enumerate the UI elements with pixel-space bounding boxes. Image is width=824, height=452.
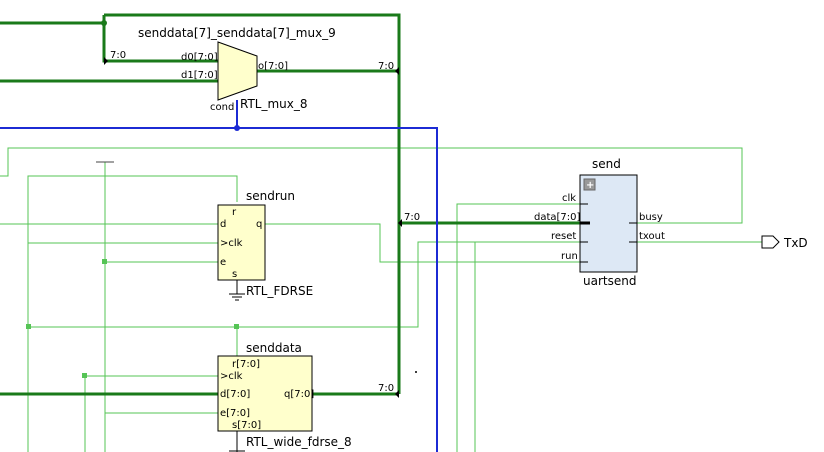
blue-net[interactable] [0,100,438,452]
senddata-port-e: e[7:0] [220,408,250,419]
senddata-port-clk: >clk [220,371,243,382]
mux-cell[interactable]: senddata[7]_senddata[7]_mux_9 7:0 d0[7:0… [110,26,394,113]
uart-port-busy: busy [639,212,663,223]
uart-bus-label-in: 7:0 [404,212,420,223]
uartsend-cell[interactable]: send + clk data[7:0] 7:0 reset run busy … [404,157,665,288]
dark-green-buses[interactable] [0,13,580,396]
svg-text:+: + [586,180,594,191]
senddata-port-d: d[7:0] [220,389,250,400]
expand-plus-icon[interactable]: + [583,178,596,191]
txd-output-port[interactable]: TxD [761,235,808,250]
sendrun-port-r: r [232,207,237,218]
uart-instance-label: send [592,157,621,171]
uart-port-txout: txout [639,231,665,242]
sendrun-ground-icon [229,280,245,301]
sendrun-port-clk: >clk [220,238,243,249]
uart-port-data: data[7:0] [534,212,581,223]
senddata-port-q: q[7:0] [284,389,314,400]
uart-port-reset: reset [551,231,576,242]
sendrun-instance-label: sendrun [246,189,295,203]
sendrun-port-e: e [220,257,226,268]
senddata-bus-label-out: 7:0 [378,383,394,394]
sendrun-cell[interactable]: sendrun r d q >clk e s RTL_FDRSE [217,189,313,301]
sendrun-port-s: s [232,269,237,280]
uart-port-run: run [561,251,578,262]
sendrun-port-d: d [220,219,226,230]
bus-arrowheads [104,57,402,398]
uart-type-label: uartsend [583,274,636,288]
mux-port-d1: d1[7:0] [181,70,218,81]
mux-bus-label-out: 7:0 [378,61,394,72]
mux-port-d0: d0[7:0] [181,52,218,63]
light-green-nets[interactable] [0,147,762,452]
senddata-port-s: s[7:0] [232,420,261,431]
mux-bus-label-in: 7:0 [110,50,126,61]
mux-port-cond: cond [210,102,234,113]
sendrun-port-q: q [256,219,262,230]
senddata-port-r: r[7:0] [232,359,260,370]
senddata-cell[interactable]: senddata r[7:0] >clk d[7:0] q[7:0] 7:0 e… [217,341,394,452]
txd-port-label: TxD [783,236,808,250]
senddata-ground-icon [229,431,245,452]
mux-port-o: o[7:0] [258,61,288,72]
senddata-instance-label: senddata [246,341,302,355]
junction-dots [26,20,417,378]
mux-instance-label: senddata[7]_senddata[7]_mux_9 [138,26,336,40]
uart-port-clk: clk [562,193,576,204]
sendrun-type-label: RTL_FDRSE [246,284,313,298]
senddata-type-label: RTL_wide_fdrse_8 [246,435,352,449]
mux-type-label: RTL_mux_8 [240,97,308,111]
